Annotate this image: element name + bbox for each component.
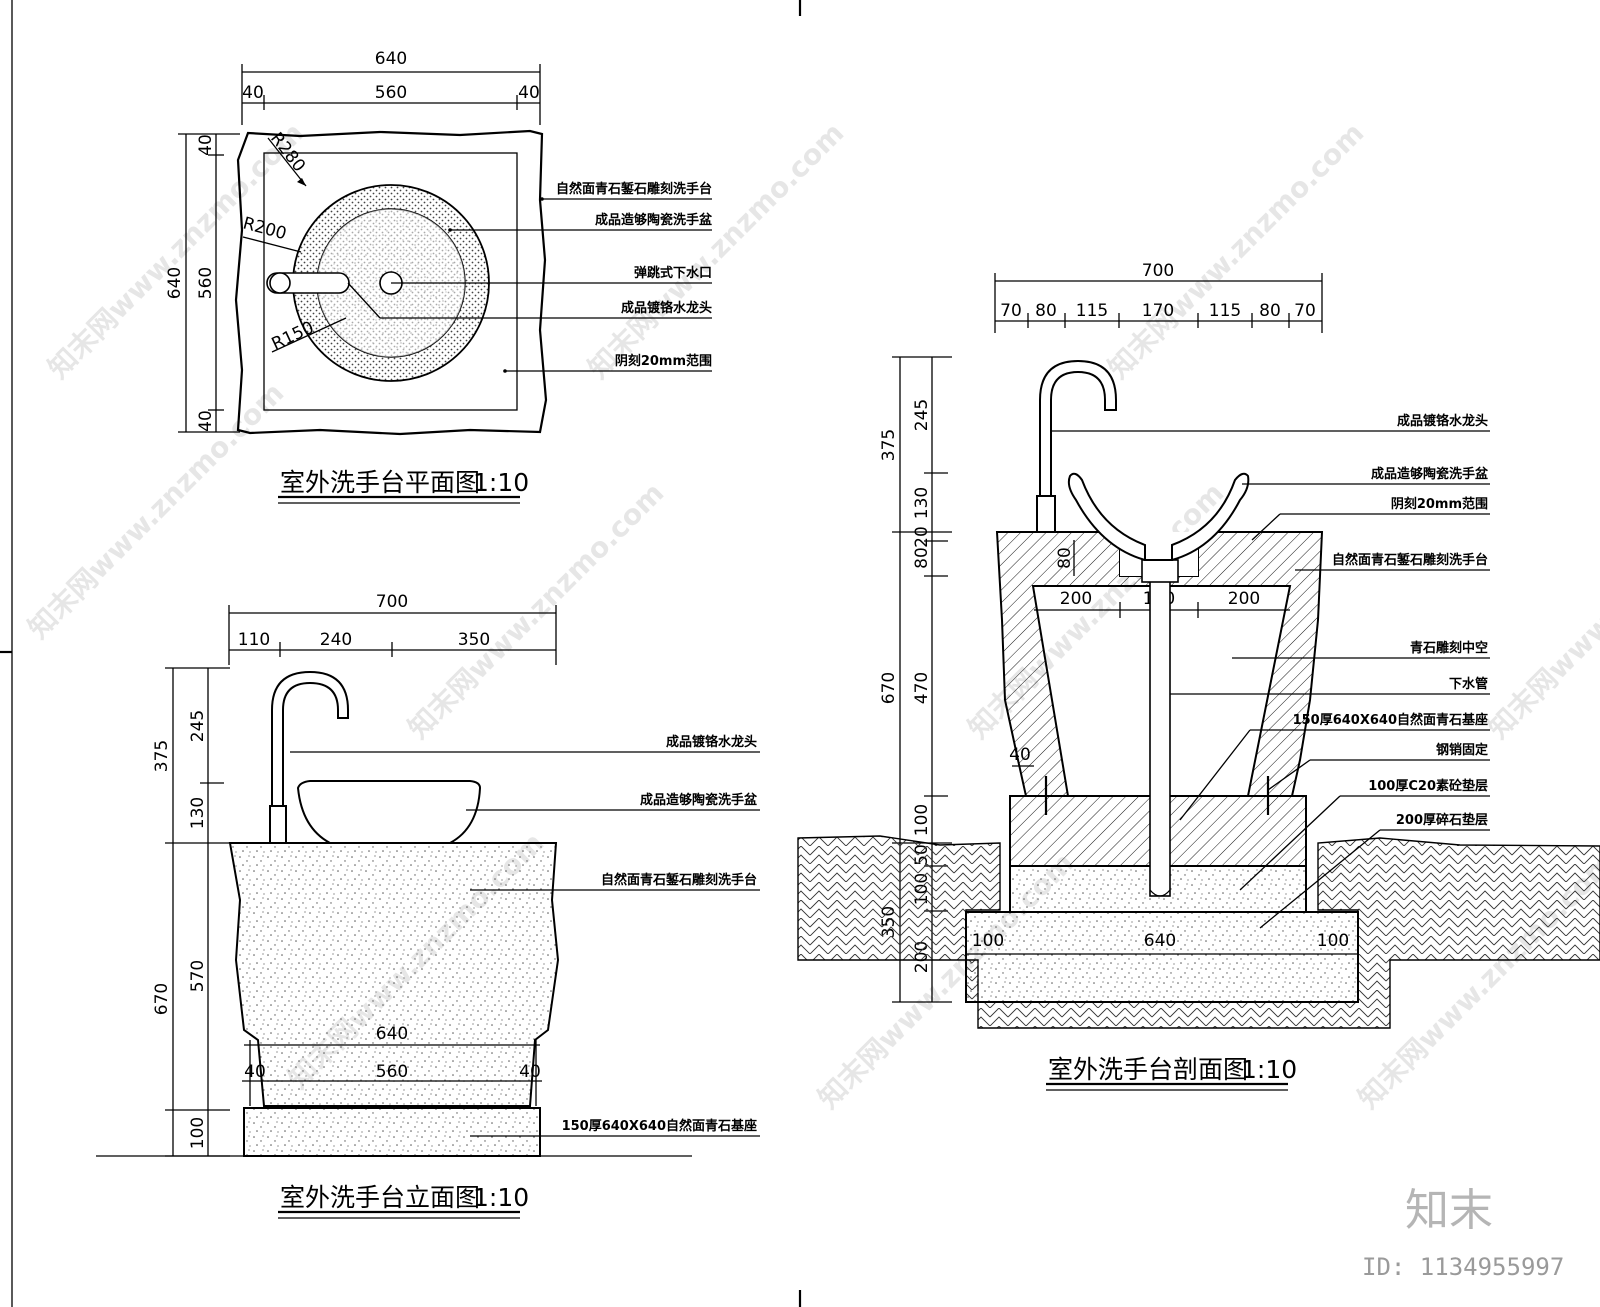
dim-label: 350 [458, 630, 490, 650]
callout-label: 成品造够陶瓷洗手盆 [1371, 466, 1489, 482]
watermark-text: 知末网www.znzmo.com [1482, 476, 1600, 745]
dim-label: 40 [242, 83, 264, 103]
watermark-text: 知末网www.znzmo.com [582, 116, 851, 385]
dim-label: 245 [912, 399, 932, 431]
gravel-layer [965, 911, 1359, 1003]
callout-label: 成品造够陶瓷洗手盆 [640, 792, 758, 808]
callout-label: 100厚C20素砼垫层 [1368, 778, 1488, 794]
dim-label: 640 [376, 1024, 408, 1044]
drain-fitting [1141, 559, 1179, 583]
section-title: 室外洗手台剖面图 [1048, 1055, 1248, 1084]
callout-label: 成品造够陶瓷洗手盆 [595, 212, 713, 228]
dim-label: 100 [1317, 931, 1349, 951]
stone-pedestal [228, 842, 560, 1107]
dim-label: 375 [879, 429, 899, 461]
dim-label: 130 [188, 797, 208, 829]
watermark-text: 知末网www.znzmo.com [22, 376, 291, 645]
dim-label: 70 [1294, 301, 1316, 321]
dim-label: 200 [1060, 589, 1092, 609]
dim-label: 170 [1142, 301, 1174, 321]
watermark-text: 知末网www.znzmo.com [42, 116, 311, 385]
plan-title: 室外洗手台平面图 [280, 468, 480, 497]
dim-label: 100 [972, 931, 1004, 951]
dim-label: 100 [188, 1117, 208, 1149]
dim-label: 20 [912, 526, 932, 548]
dim-label: 40 [196, 134, 216, 156]
image-id: ID: 1134955997 [1362, 1253, 1564, 1281]
callout-label: 弹跳式下水口 [634, 265, 712, 281]
callout-label: 成品镀铬水龙头 [666, 734, 757, 750]
plan-scale: 1:10 [473, 468, 529, 497]
ceramic-basin-section [1067, 472, 1250, 561]
dim-label: 40 [244, 1062, 266, 1082]
drain-pipe [1149, 575, 1171, 897]
dim-label: 375 [152, 740, 172, 772]
dim-label: 110 [238, 630, 270, 650]
plan-view: 640 40 560 40 640 40 560 40 R280 R200 R1… [165, 49, 713, 504]
callout-label: 钢销固定 [1436, 742, 1488, 758]
soil-hatch [797, 835, 1600, 1029]
callout-label: 自然面青石錾石雕刻洗手台 [1332, 552, 1488, 568]
radius-label: R150 [269, 318, 318, 355]
dim-label: 40 [1009, 745, 1031, 765]
dim-label: 640 [1144, 931, 1176, 951]
dim-label: 100 [912, 804, 932, 836]
dim-label: 700 [376, 592, 408, 612]
dim-label: 200 [1228, 589, 1260, 609]
dim-label: 640 [165, 267, 185, 299]
stone-outline [234, 129, 548, 436]
dim-label: 560 [375, 83, 407, 103]
callout-label: 青石雕刻中空 [1410, 640, 1488, 656]
callout-label: 阴刻20mm范围 [615, 353, 712, 369]
callout-label: 自然面青石錾石雕刻洗手台 [556, 181, 712, 197]
dim-label: 115 [1076, 301, 1108, 321]
dim-label: 80 [1035, 301, 1057, 321]
dim-label: 470 [912, 672, 932, 704]
section-view: 700 70 80 115 170 115 80 70 375 670 350 … [797, 261, 1600, 1091]
brand-logo-text: 知末 [1405, 1185, 1493, 1236]
faucet-icon [1039, 359, 1117, 497]
dim-label: 40 [196, 410, 216, 432]
callout-label: 200厚碎石垫层 [1396, 812, 1488, 828]
callout-label: 150厚640X640自然面青石基座 [1293, 712, 1488, 728]
section-scale: 1:10 [1241, 1055, 1297, 1084]
stone-base [243, 1107, 541, 1157]
callout-label: 150厚640X640自然面青石基座 [562, 1118, 757, 1134]
dim-label: 670 [879, 672, 899, 704]
watermark-text: 知末网www.znzmo.com [402, 476, 671, 745]
dim-label: 670 [152, 983, 172, 1015]
faucet-icon [271, 670, 349, 807]
elevation-view: 700 110 240 350 375 670 245 130 570 100 … [96, 592, 760, 1219]
dim-label: 80 [912, 547, 932, 569]
callout-label: 阴刻20mm范围 [1391, 496, 1488, 512]
dim-label: 700 [1142, 261, 1174, 281]
ceramic-basin [296, 780, 482, 844]
dim-label: 640 [375, 49, 407, 69]
callout-label: 自然面青石錾石雕刻洗手台 [601, 872, 757, 888]
callout-label: 下水管 [1449, 676, 1488, 692]
dim-label: 40 [519, 1062, 541, 1082]
dim-label: 115 [1209, 301, 1241, 321]
callout-label: 成品镀铬水龙头 [621, 300, 712, 316]
callout-label: 成品镀铬水龙头 [1397, 413, 1488, 429]
elevation-title: 室外洗手台立面图 [280, 1183, 480, 1212]
dim-label: 80 [1259, 301, 1281, 321]
dim-label: 240 [320, 630, 352, 650]
dim-label: 70 [1000, 301, 1022, 321]
dim-label: 560 [196, 267, 216, 299]
dim-label: 130 [912, 487, 932, 519]
dim-label: 40 [518, 83, 540, 103]
radius-label: R200 [241, 214, 289, 245]
dim-label: 560 [376, 1062, 408, 1082]
dim-label: 570 [188, 960, 208, 992]
dim-label: 245 [188, 710, 208, 742]
elevation-scale: 1:10 [473, 1183, 529, 1212]
watermark-text: 知末网www.znzmo.com [1102, 116, 1371, 385]
dim-label: 80 [1055, 547, 1075, 569]
carving-border [263, 152, 518, 411]
